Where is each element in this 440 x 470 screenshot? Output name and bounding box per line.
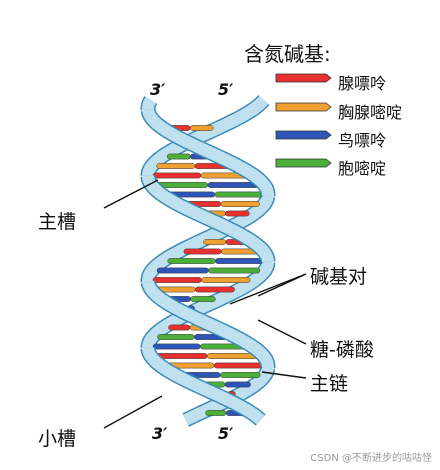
backbone-strand-b-segment: [142, 192, 274, 286]
legend-label-guanine: 鸟嘌呤: [338, 131, 387, 150]
label-base-pair: 碱基对: [310, 266, 368, 288]
backbone-strand-b-segment: [142, 106, 274, 200]
backbone-strand-a-segment: [142, 258, 274, 352]
base-thymine: [203, 239, 227, 245]
legend-swatch-guanine: [275, 130, 332, 140]
base-thymine: [156, 163, 196, 169]
label-major-groove: 主槽: [38, 211, 77, 233]
base-cytosine: [205, 410, 227, 416]
watermark: CSDN @不断进步的咕咕怪: [310, 453, 432, 464]
base-thymine: [190, 125, 214, 131]
base-guanine: [156, 267, 209, 274]
base-cytosine: [166, 153, 191, 160]
base-guanine: [152, 343, 201, 350]
base-adenine: [155, 353, 208, 359]
legend-label-adenine: 腺嘌呤: [338, 74, 387, 93]
base-cytosine: [167, 258, 216, 264]
label-minor-groove: 小槽: [38, 428, 77, 450]
base-thymine: [201, 277, 251, 283]
legend-swatch-cytosine: [275, 158, 332, 168]
backbone-strand-b-segment: [142, 96, 157, 114]
base-thymine: [220, 201, 260, 207]
backbone-strand-a-segment: [142, 172, 274, 266]
leader-minor-groove: [103, 395, 163, 429]
leader-base-pair-2: [229, 273, 307, 305]
base-adenine: [213, 362, 264, 369]
base-cytosine: [157, 334, 195, 340]
base-guanine: [207, 182, 260, 188]
label-sugar-phosphate: 糖-磷酸: [310, 339, 374, 361]
leader-backbone: [261, 371, 307, 379]
strand-end-top-right: 5′: [218, 80, 234, 99]
label-backbone: 主链: [310, 373, 349, 395]
base-adenine: [225, 210, 250, 217]
backbone-strand-a-segment: [142, 344, 265, 425]
legend-label-cytosine: 胞嘧啶: [338, 159, 387, 178]
base-guanine: [215, 258, 264, 264]
base-adenine: [195, 286, 235, 293]
leader-major-groove: [103, 179, 159, 209]
strand-end-bottom-left: 3′: [152, 424, 168, 443]
base-adenine: [152, 277, 202, 283]
base-adenine: [183, 248, 222, 255]
strand-end-top-left: 3′: [150, 80, 166, 99]
leader-sugar-phosphate: [257, 319, 307, 345]
backbone-strand-b-segment: [183, 364, 274, 426]
legend-title: 含氮碱基:: [244, 42, 331, 66]
base-cytosine: [208, 267, 261, 274]
base-adenine: [168, 324, 191, 331]
strand-end-bottom-right: 5′: [218, 424, 234, 443]
legend-label-thymine: 胸腺嘧啶: [338, 103, 403, 122]
backbone-strand-b-segment: [142, 278, 274, 372]
base-cytosine: [214, 191, 264, 198]
base-cytosine: [220, 372, 261, 378]
base-adenine: [152, 172, 202, 179]
base-cytosine: [156, 182, 209, 188]
base-guanine: [224, 381, 251, 388]
legend-swatch-adenine: [275, 73, 332, 83]
base-cytosine: [190, 296, 216, 302]
legend-swatch-thymine: [275, 102, 332, 112]
